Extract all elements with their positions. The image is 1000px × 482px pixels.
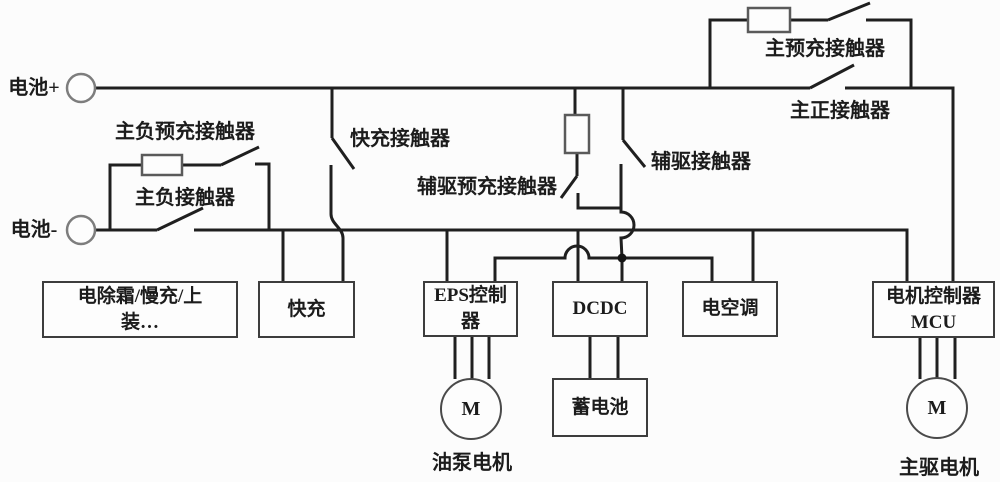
junction-dot xyxy=(617,253,627,263)
motor-main-drive-symbol: M xyxy=(927,396,947,419)
battery-minus-terminal xyxy=(65,214,97,246)
blade-aux-precharge-contactor xyxy=(559,175,579,199)
box-electric-ac-label: 电空调 xyxy=(701,298,759,320)
label-main-drive-motor: 主驱电机 xyxy=(899,457,979,479)
wire-aux-positive-bus xyxy=(493,244,714,281)
label-battery-plus: 电池+ xyxy=(8,77,60,99)
label-fast-charge-contactor: 快充接触器 xyxy=(350,128,450,150)
label-main-negative-contactor: 主负接触器 xyxy=(135,187,235,209)
box-dcdc: DCDC xyxy=(552,281,648,337)
box-motor-controller-mcu: 电机控制器 MCU xyxy=(872,281,995,338)
resistors xyxy=(140,6,792,177)
resistor-main-negative-precharge xyxy=(140,153,184,177)
box-electric-ac: 电空调 xyxy=(682,281,778,337)
box-defrost-line1: 电除霜/慢充/上 xyxy=(77,285,203,307)
wire-fast-charge-drop xyxy=(329,165,345,281)
wire-main-precharge-right xyxy=(866,18,913,88)
box-eps-controller: EPS控制 器 xyxy=(423,281,518,337)
motor-oil-pump: M xyxy=(440,378,502,440)
box-defrost-line2: 装… xyxy=(120,311,159,333)
box-fast-charge-label: 快充 xyxy=(287,298,326,320)
terminals xyxy=(65,72,97,246)
label-aux-drive-contactor: 辅驱接触器 xyxy=(651,151,751,173)
box-mcu-line1: 电机控制器 xyxy=(885,285,981,307)
battery-plus-terminal xyxy=(65,72,97,104)
resistor-main-precharge xyxy=(746,6,792,34)
wire-aux-drive-drop xyxy=(619,164,636,281)
blade-neg-precharge-contactor xyxy=(220,145,260,167)
box-dcdc-label: DCDC xyxy=(572,298,628,320)
wire-aux-precharge-bottom xyxy=(576,193,621,210)
box-aux-battery-label: 蓄电池 xyxy=(571,396,629,418)
blade-main-precharge-contactor xyxy=(827,1,871,22)
box-aux-battery: 蓄电池 xyxy=(552,378,648,437)
wire-neg-precharge-right xyxy=(255,162,271,230)
label-oil-pump-motor: 油泵电机 xyxy=(432,452,512,474)
resistor-aux-precharge xyxy=(563,113,591,155)
wire-main-precharge-left xyxy=(708,18,748,88)
box-eps-line1: EPS控制 xyxy=(434,285,507,307)
blade-main-positive-contactor xyxy=(809,63,855,90)
blade-main-negative-contactor xyxy=(156,206,204,232)
label-main-negative-precharge-contactor: 主负预充接触器 xyxy=(115,121,255,143)
box-eps-line2: 器 xyxy=(460,311,480,332)
wire-positive-bus-after-contactor xyxy=(845,86,955,281)
box-fast-charge: 快充 xyxy=(258,281,355,338)
label-battery-minus: 电池- xyxy=(10,219,58,241)
box-defrost-slowcharge: 电除霜/慢充/上 装… xyxy=(42,281,238,338)
motor-oil-pump-symbol: M xyxy=(461,397,481,420)
label-main-precharge-contactor: 主预充接触器 xyxy=(765,38,885,60)
wire-neg-precharge-left xyxy=(108,163,142,230)
label-main-positive-contactor: 主正接触器 xyxy=(790,100,890,122)
motor-main-drive: M xyxy=(906,377,968,439)
blade-fast-charge-contactor xyxy=(330,137,356,170)
box-mcu-line2: MCU xyxy=(910,311,957,333)
blade-aux-drive-contactor xyxy=(621,139,647,168)
wires xyxy=(95,1,957,379)
label-aux-drive-precharge-contactor: 辅驱预充接触器 xyxy=(417,176,557,198)
wire-negative-bus xyxy=(194,228,909,281)
